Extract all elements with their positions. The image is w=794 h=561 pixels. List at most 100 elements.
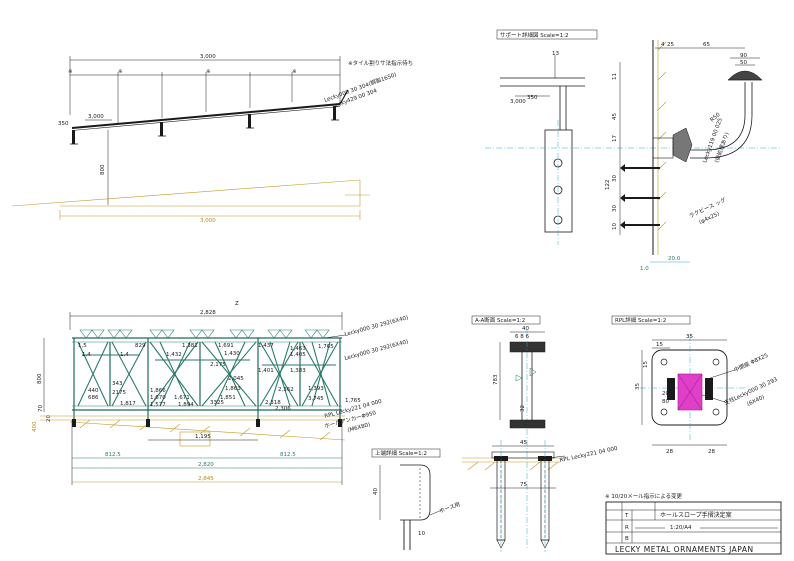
aa-pl-label: RPL Lecky221 04 000	[559, 446, 619, 464]
rpl-title: RPL詳細 Scale=1:2	[615, 316, 666, 324]
front-dim-top: 2,828	[200, 310, 216, 316]
svg-text:2,045: 2,045	[228, 376, 244, 382]
dim-800: 800	[100, 164, 106, 175]
svg-text:1,4: 1,4	[82, 352, 91, 358]
svg-text:(M6X80): (M6X80)	[347, 422, 371, 434]
svg-text:1,817: 1,817	[120, 401, 136, 407]
svg-text:1,765: 1,765	[318, 344, 334, 350]
svg-text:40: 40	[373, 488, 379, 495]
project-name: ホールスロープ手摺決定案	[660, 511, 732, 519]
svg-text:20: 20	[46, 415, 52, 422]
triangle-markers	[79, 329, 330, 339]
dim-bottom: 3,000	[200, 218, 216, 224]
svg-text:1,405: 1,405	[290, 352, 306, 358]
side-posts	[70, 106, 339, 145]
svg-text:829: 829	[135, 343, 146, 349]
dim-350: 350	[58, 121, 69, 127]
svg-text:1,5: 1,5	[78, 343, 87, 349]
svg-text:812.5: 812.5	[105, 452, 121, 458]
svg-text:28: 28	[708, 449, 715, 455]
svg-text:1,894: 1,894	[178, 402, 194, 408]
svg-text:1,671: 1,671	[174, 395, 190, 401]
svg-text:6 8 6: 6 8 6	[515, 334, 529, 340]
svg-text:35: 35	[635, 383, 641, 390]
svg-text:45: 45	[520, 440, 527, 446]
svg-text:1.0: 1.0	[640, 266, 649, 272]
dim-3000-small: 3,000	[88, 114, 104, 120]
svg-text:※: ※	[206, 69, 211, 75]
rpl-detail: RPL詳細 Scale=1:2 35 15 35 15 20 80 28 28 …	[611, 315, 779, 455]
svg-text:1,691: 1,691	[218, 343, 234, 349]
svg-text:1,4: 1,4	[120, 352, 129, 358]
top-detail-title: 上端詳細 Scale=1:2	[375, 449, 427, 457]
svg-text:1,393: 1,393	[308, 386, 324, 392]
svg-text:30: 30	[612, 205, 618, 212]
svg-text:1,437: 1,437	[258, 343, 274, 349]
svg-text:1,463: 1,463	[290, 346, 306, 352]
svg-text:1,430: 1,430	[224, 351, 240, 357]
svg-text:※: ※	[68, 69, 73, 75]
svg-text:1,383: 1,383	[290, 368, 306, 374]
svg-text:15: 15	[643, 361, 649, 368]
aa-ground-hatch	[467, 461, 559, 471]
svg-text:28: 28	[666, 449, 673, 455]
svg-text:(6X40): (6X40)	[746, 395, 765, 408]
anchors	[72, 419, 342, 427]
side-view: 3,000 ※ ※ ※ ※ ※タイル割りサ法指示待ち Lecky000 30 3…	[11, 54, 413, 224]
svg-text:2175: 2175	[112, 390, 126, 396]
svg-text:2,820: 2,820	[198, 462, 214, 468]
svg-text:45: 45	[612, 113, 618, 120]
svg-text:17: 17	[612, 135, 618, 142]
svg-text:783: 783	[493, 374, 499, 385]
front-label-top: Lecky000 30 292(6X40)	[344, 315, 409, 338]
svg-text:35: 35	[686, 334, 693, 340]
svg-text:1,432: 1,432	[166, 352, 182, 358]
front-view: 2,828 Z	[32, 301, 409, 485]
aa-section: A-A断面 Scale=1:2 40 6 8 6 783 32 45 75	[462, 315, 619, 552]
svg-text:15: 15	[656, 342, 663, 348]
aa-anchors	[494, 440, 552, 552]
svg-text:2,306: 2,306	[275, 406, 291, 412]
svg-text:350: 350	[527, 95, 538, 101]
top-detail: 上端詳細 Scale=1:2 40 10 ホース用	[371, 448, 461, 550]
svg-text:90: 90	[740, 53, 747, 59]
svg-text:※: ※	[292, 69, 297, 75]
svg-text:1,851: 1,851	[220, 395, 236, 401]
svg-text:1,866: 1,866	[150, 388, 166, 394]
svg-text:40: 40	[522, 326, 529, 332]
svg-text:3,000: 3,000	[510, 99, 526, 105]
svg-text:T: T	[624, 513, 629, 519]
svg-text:20: 20	[662, 391, 669, 397]
svg-text:20.0: 20.0	[668, 256, 681, 262]
svg-text:440: 440	[88, 388, 99, 394]
svg-text:75: 75	[520, 482, 527, 488]
dim-total: 3,000	[200, 54, 216, 60]
svg-text:1,670: 1,670	[150, 395, 166, 401]
svg-text:4: 4	[661, 42, 665, 48]
svg-text:343: 343	[112, 381, 123, 387]
svg-text:2,175: 2,175	[210, 362, 226, 368]
svg-text:1,765: 1,765	[345, 398, 361, 404]
note-tile: ※タイル割りサ法指示待ち	[348, 59, 413, 67]
svg-text:1,401: 1,401	[258, 368, 274, 374]
screws	[620, 164, 660, 229]
svg-text:1,381: 1,381	[182, 343, 198, 349]
support-detail: サポート詳細図 Scale=1:2 13 350 3,000	[485, 29, 780, 272]
svg-text:13: 13	[552, 51, 559, 57]
svg-text:※: ※	[118, 69, 123, 75]
svg-text:30: 30	[612, 175, 618, 182]
wall-hatch	[657, 41, 667, 231]
svg-text:1,863: 1,863	[225, 386, 241, 392]
lattice	[77, 341, 339, 407]
company-name: LECKY METAL ORNAMENTS JAPAN	[615, 545, 754, 554]
svg-text:R50: R50	[709, 112, 722, 124]
svg-text:686: 686	[88, 395, 99, 401]
title-block: ※ 10/20メール指示による変更 ホールスロープ手摺決定案 T R B 1:2…	[605, 492, 782, 555]
front-label-mid: Lecky000 30 292(6X40)	[344, 339, 409, 362]
svg-text:1,577: 1,577	[150, 402, 166, 408]
scale: 1:20/A4	[670, 525, 692, 531]
svg-text:25: 25	[667, 42, 674, 48]
rpl-mid-label: 中間座 Φ8X25	[732, 351, 769, 374]
support-title: サポート詳細図 Scale=1:2	[500, 31, 569, 39]
svg-text:2,362: 2,362	[278, 387, 294, 393]
